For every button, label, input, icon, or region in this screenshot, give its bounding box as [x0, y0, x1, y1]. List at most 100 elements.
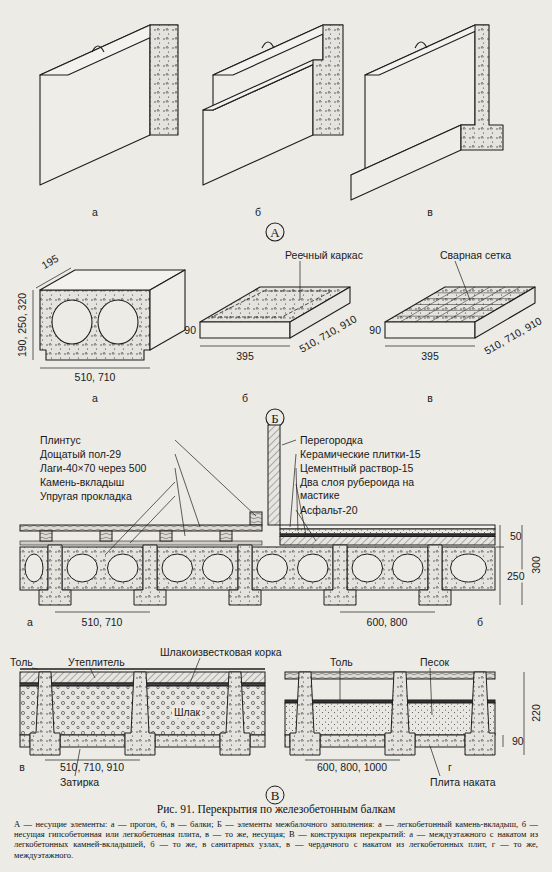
load-bearing-elements-part	[351, 125, 461, 200]
attic-section-part	[45, 760, 140, 761]
part-label: Плита наката	[430, 776, 496, 789]
figure-letter: в	[427, 206, 433, 219]
rc-beam	[30, 672, 60, 755]
dimension-text: 250	[505, 570, 527, 583]
rc-beam	[134, 545, 166, 605]
infill-elements-part	[455, 261, 470, 300]
infill-elements-part	[212, 291, 332, 317]
dimension-text: 190, 250, 320	[16, 293, 29, 357]
infill-elements-part	[395, 287, 525, 322]
filler-stone	[252, 547, 333, 590]
figure-letter: а	[92, 206, 98, 219]
load-bearing-elements-part	[150, 25, 178, 135]
stone-cavity	[162, 554, 193, 582]
infill-elements-part	[385, 322, 475, 338]
floor-section-part	[55, 612, 150, 613]
floor-section-part-part	[175, 440, 256, 516]
load-bearing-elements-part	[40, 25, 150, 185]
slab-plate	[60, 735, 125, 747]
figure-letter: б	[477, 616, 483, 629]
floor-section-part	[280, 525, 495, 529]
joist	[220, 531, 232, 541]
figure-letter: б	[255, 206, 261, 219]
attic-section-part	[20, 672, 495, 755]
load-bearing-elements-part	[203, 60, 323, 110]
floor-section	[20, 425, 522, 612]
joist	[160, 531, 172, 541]
part-label: Дощатый пол-29	[40, 448, 121, 461]
infill-elements-part	[52, 300, 92, 344]
rc-beam	[220, 672, 250, 755]
attic-section-part-part	[32, 668, 38, 669]
rc-beam	[385, 672, 415, 755]
floor-section-part	[340, 612, 435, 613]
infill-elements-part	[33, 290, 34, 360]
floor-section-part	[20, 541, 262, 545]
joist	[40, 531, 52, 541]
figure-caption: А — несущие элементы: а — прогон, б, в —…	[14, 819, 538, 860]
dimension-text: 50	[510, 530, 522, 543]
figure-letter: г	[448, 761, 452, 774]
part-label: Реечный каркас	[285, 249, 363, 262]
floor-section-part	[280, 529, 495, 534]
rc-beam	[419, 545, 451, 605]
part-label: Толь	[10, 656, 33, 669]
rc-beam	[229, 545, 261, 605]
load-bearing-elements-part	[262, 42, 274, 48]
load-bearing-elements	[40, 25, 503, 241]
rc-beam	[290, 672, 320, 755]
floor-section-part	[40, 531, 232, 541]
infill-elements-part	[300, 261, 301, 300]
slab-plate	[155, 735, 220, 747]
floor-section-part	[280, 537, 495, 546]
part-label: Асфальт-20	[300, 504, 358, 517]
floor-section-part	[20, 545, 495, 605]
panel-letter: А	[270, 226, 279, 239]
stone-cavity	[67, 554, 98, 582]
infill-elements-part	[266, 409, 284, 427]
attic-section-part	[20, 668, 265, 670]
dimension-text: 195	[39, 252, 61, 272]
floor-section-part	[105, 440, 316, 555]
panel-letter: Б	[271, 412, 278, 425]
part-label: Утеплитель	[68, 656, 125, 669]
rc-beam	[324, 545, 356, 605]
attic-section-part	[266, 786, 284, 804]
figure-letter: в	[19, 761, 25, 774]
infill-elements	[33, 261, 535, 427]
mesh-bar	[415, 304, 505, 305]
attic-section-part-part	[340, 668, 341, 700]
dimension-text: 600, 800	[367, 616, 408, 629]
filler-stone	[442, 547, 495, 590]
part-label: Лаги-40×70 через 500	[40, 462, 146, 475]
load-bearing-elements-part	[92, 46, 104, 52]
infill-elements-part	[385, 346, 475, 347]
dimension-text: 90	[369, 324, 381, 337]
slab-plate	[415, 735, 465, 747]
floor-section-part	[20, 525, 262, 531]
filler-stone	[62, 547, 143, 590]
dimension-text: 395	[421, 350, 439, 363]
attic-section-part-part	[430, 668, 432, 715]
mesh-bar	[460, 287, 520, 322]
part-label: Песок	[420, 656, 449, 669]
infill-elements-part	[150, 270, 185, 350]
part-label: Керамические плитки-15	[300, 448, 421, 461]
infill-elements-part	[200, 322, 290, 338]
stone-cavity	[352, 554, 383, 582]
rc-beam	[465, 672, 495, 755]
stone-cavity	[25, 554, 43, 582]
filler-stone	[20, 547, 48, 590]
dimension-text: 90	[512, 735, 524, 748]
attic-section-part-part	[430, 746, 440, 776]
infill-elements-part	[98, 300, 138, 344]
floor-section-part-part	[175, 468, 185, 536]
attic-section-part-part	[90, 668, 95, 678]
attic-section-part-part	[190, 658, 200, 683]
stone-cavity	[393, 554, 424, 582]
dimension-text: 510, 710	[82, 616, 123, 629]
part-label: Плинтус	[40, 434, 81, 447]
part-label: Затирка	[60, 776, 99, 789]
mesh-bar	[435, 292, 525, 293]
